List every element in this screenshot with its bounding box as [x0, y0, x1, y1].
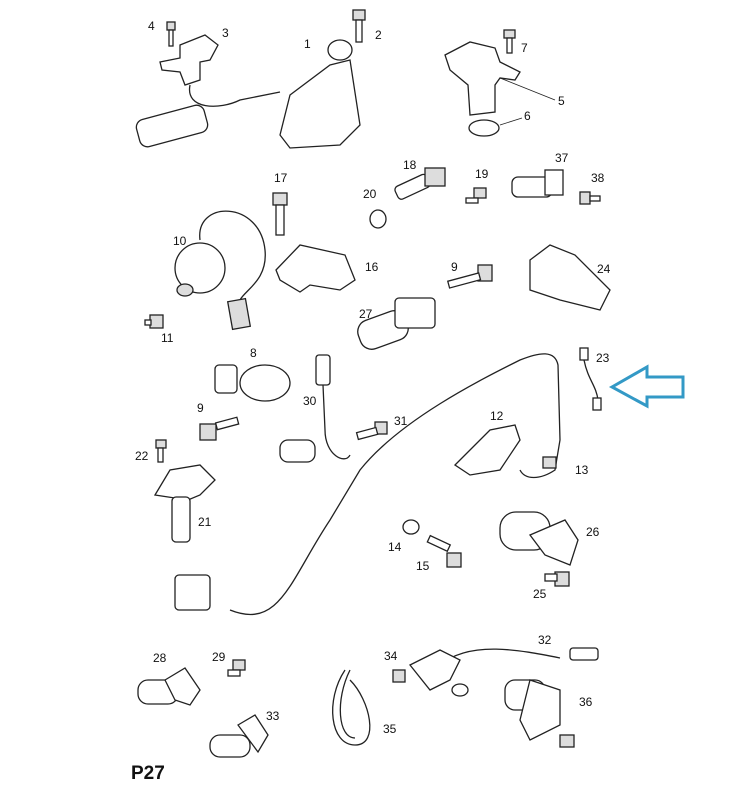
part-31-bolt [355, 421, 388, 441]
part-1-housing [279, 39, 361, 149]
callout-label: 12 [490, 409, 504, 423]
callout-label: 1 [304, 37, 311, 51]
part-33-sensor [209, 714, 269, 758]
part-19-bolt [465, 187, 487, 204]
callout-label: 17 [274, 171, 288, 185]
callout-label: 8 [250, 346, 257, 360]
part-23-sensor [579, 347, 602, 411]
callout-label: 36 [579, 695, 593, 709]
callout-label: 34 [384, 649, 398, 663]
callout-label: 33 [266, 709, 280, 723]
callout-label: 10 [173, 234, 187, 248]
callout-label: 5 [558, 94, 565, 108]
part-connector [135, 104, 209, 148]
part-11-bolt [144, 314, 164, 329]
part-21-sensor [153, 464, 216, 543]
part-connector-21 [174, 574, 211, 611]
part-8-sensor [214, 364, 291, 402]
part-wire [188, 84, 281, 107]
callout-label: 7 [521, 41, 528, 55]
callout-label: 19 [475, 167, 489, 181]
callout-label: 25 [533, 587, 547, 601]
callout-label: 3 [222, 26, 229, 40]
part-12-bracket [453, 424, 521, 476]
callout-label: 4 [148, 19, 155, 33]
part-7-bolt [503, 29, 516, 54]
callout-label: 37 [555, 151, 569, 165]
part-9b-bolt [199, 416, 240, 441]
part-38-bolt [579, 191, 601, 205]
callout-label: 6 [524, 109, 531, 123]
callout-label: 38 [591, 171, 605, 185]
callout-label: 32 [538, 633, 552, 647]
part-34-bolt [392, 669, 406, 683]
callout-label: 9 [451, 260, 458, 274]
part-32-sensor [408, 647, 599, 697]
part-17-bolt [272, 192, 288, 236]
part-2-bolt [352, 9, 366, 43]
part-25-bolt [544, 571, 570, 587]
callout-label: 13 [575, 463, 589, 477]
callout-label: 14 [388, 540, 402, 554]
part-36-sensor [504, 679, 575, 748]
part-18-sensor [394, 167, 446, 200]
callout-label: 22 [135, 449, 149, 463]
part-30-sensor [279, 354, 351, 463]
callout-label: 31 [394, 414, 408, 428]
part-29-bolt [227, 659, 246, 677]
part-cable [229, 353, 561, 616]
part-15-bolt [426, 534, 462, 568]
part-37-sensor [511, 169, 564, 198]
callout-label: 15 [416, 559, 430, 573]
callout-label: 28 [153, 651, 167, 665]
callout-label: 9 [197, 401, 204, 415]
part-14-washer [402, 519, 420, 535]
callout-label: 27 [359, 307, 373, 321]
part-26-sensor [499, 511, 579, 566]
callout-label: 21 [198, 515, 212, 529]
part-10-wire [199, 210, 266, 301]
callout-label: 2 [375, 28, 382, 42]
part-22-bolt [155, 439, 167, 463]
page-code: P27 [131, 763, 165, 784]
part-10-sensor [174, 242, 252, 331]
part-9-bolt [446, 264, 493, 289]
part-35-clip [332, 669, 371, 746]
highlight-arrow-icon [608, 364, 685, 409]
part-13-bolt [542, 456, 557, 469]
callout-label: 11 [161, 331, 174, 345]
part-27-sensor [357, 297, 436, 350]
part-6-oring [468, 119, 500, 137]
callout-label-highlighted: 23 [596, 351, 610, 365]
callout-label: 29 [212, 650, 226, 664]
callout-label: 35 [383, 722, 397, 736]
part-24-sensor [529, 244, 611, 311]
callout-label: 24 [597, 262, 611, 276]
callout-label: 30 [303, 394, 317, 408]
callout-label: 18 [403, 158, 417, 172]
callout-label: 16 [365, 260, 379, 274]
part-20-oring [369, 209, 387, 229]
callout-label: 26 [586, 525, 600, 539]
part-28-sensor [137, 667, 201, 706]
part-16-sensor [275, 244, 356, 293]
part-4-bolt [166, 21, 176, 47]
callout-label: 20 [363, 187, 377, 201]
part-3-sensor [159, 34, 219, 86]
